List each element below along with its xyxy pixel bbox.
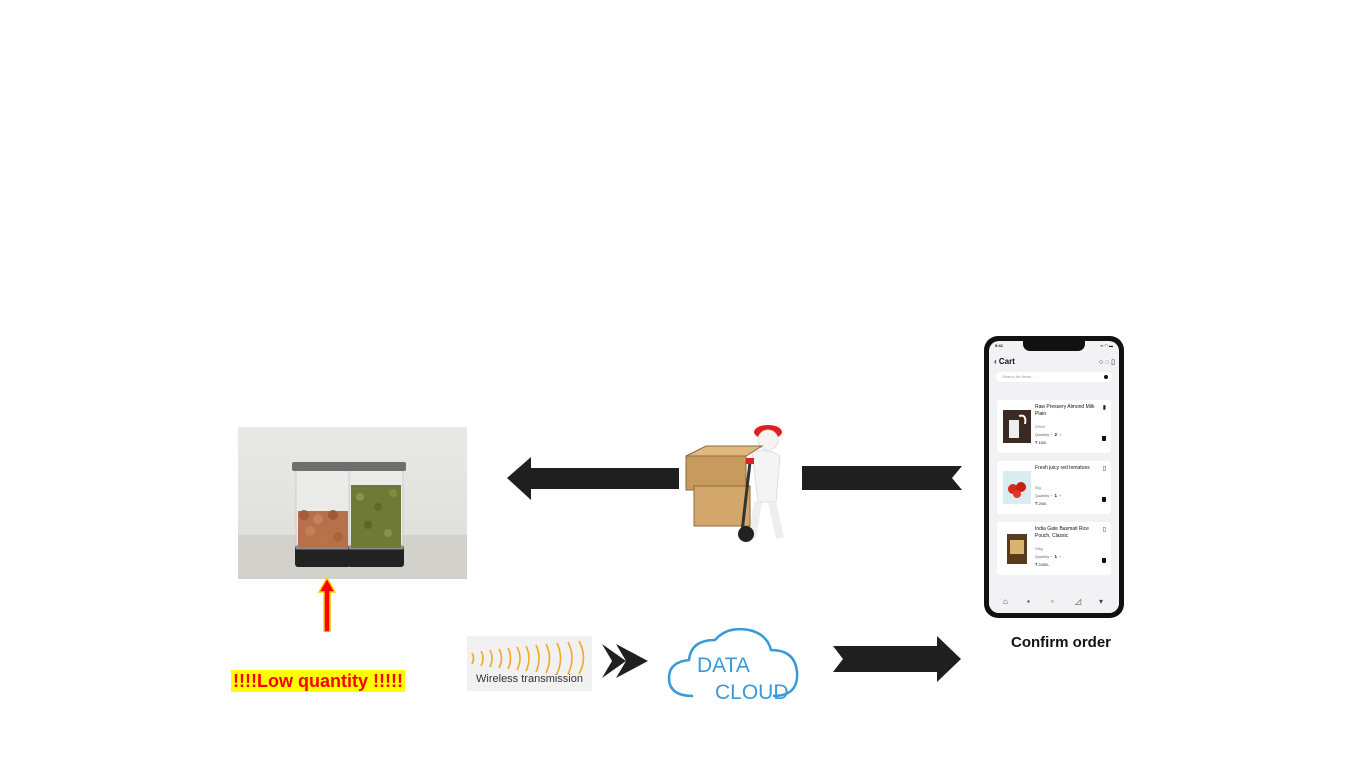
cloud-label-data: DATA	[697, 654, 750, 677]
plus-button[interactable]: +	[1059, 433, 1062, 437]
bookmark-icon[interactable]: ▮	[1102, 405, 1106, 411]
plus-button[interactable]: +	[1059, 555, 1062, 559]
minus-button[interactable]: −	[1050, 555, 1053, 559]
item-size: 200ml	[1035, 425, 1045, 429]
minus-button[interactable]: −	[1050, 494, 1053, 498]
item-name: Raw Pressery Almond Milk Plain	[1035, 404, 1095, 417]
orders-icon[interactable]: ▫	[1051, 597, 1054, 606]
cart-header: ‹ Cart ○ ◌ ▯	[994, 357, 1115, 369]
header-actions-icons[interactable]: ○ ◌ ▯	[1098, 359, 1115, 366]
trash-icon[interactable]	[1102, 497, 1106, 502]
item-name: Fresh juicy red tomatoes	[1035, 465, 1090, 471]
cart-item[interactable]: India Gate Basmati Rice Pouch, Classic 2…	[997, 522, 1111, 575]
status-icons: ▪▪ ◠ ▬	[1100, 343, 1113, 348]
wireless-waves-icon	[471, 640, 585, 675]
item-price: ₹ 2400/-	[1035, 563, 1050, 567]
cloud-label-cloud: CLOUD	[715, 681, 789, 704]
delivery-person-icon	[685, 425, 784, 542]
low-quantity-alert: !!!!Low quantity !!!!!	[231, 670, 405, 692]
trash-icon[interactable]	[1102, 436, 1106, 441]
plus-button[interactable]: +	[1059, 494, 1062, 498]
home-icon[interactable]: ⌂	[1003, 597, 1008, 606]
red-up-arrow	[318, 578, 336, 632]
rice-pouch-image	[1003, 532, 1031, 565]
item-name: India Gate Basmati Rice Pouch, Classic	[1035, 526, 1089, 539]
status-time: 9:41	[995, 343, 1004, 348]
flow-arrow-to-jars	[507, 457, 679, 500]
bookmark-icon[interactable]: ▯	[1102, 466, 1106, 472]
trash-icon[interactable]	[1102, 558, 1106, 563]
data-cloud-icon: DATA CLOUD	[667, 627, 799, 704]
cart-item[interactable]: Fresh juicy red tomatoes 5kg Quantity − …	[997, 461, 1111, 514]
wireless-transmission-box: Wireless transmission	[467, 636, 592, 691]
tomatoes-image	[1003, 471, 1031, 504]
back-icon[interactable]: ‹	[994, 357, 997, 366]
smart-jars-photo	[238, 427, 467, 579]
item-quantity: Quantity − 2 +	[1035, 432, 1062, 437]
deals-icon[interactable]: ◿	[1075, 597, 1082, 606]
phone-cart-screenshot: 9:41 ▪▪ ◠ ▬ ‹ Cart ○ ◌ ▯ Search for item…	[984, 336, 1124, 618]
item-quantity: Quantity − 1 +	[1035, 493, 1062, 498]
item-size: 5kg	[1035, 486, 1041, 490]
wireless-label: Wireless transmission	[476, 673, 583, 685]
flow-arrow-from-phone	[802, 466, 962, 490]
item-price: ₹ 200/-	[1035, 502, 1048, 506]
search-icon[interactable]	[1104, 375, 1108, 379]
flow-arrow-to-cloud	[602, 644, 648, 678]
almond-milk-image	[1003, 410, 1031, 443]
item-price: ₹ 160/-	[1035, 441, 1048, 445]
cart-item[interactable]: Raw Pressery Almond Milk Plain 200ml Qua…	[997, 400, 1111, 453]
item-quantity: Quantity − 1 +	[1035, 554, 1062, 559]
item-size: 25kg	[1035, 547, 1043, 551]
bookmark-icon[interactable]: ▯	[1102, 527, 1106, 533]
bottom-nav: ⌂ ▪ ▫ ◿ ▾	[989, 589, 1119, 613]
cart-icon[interactable]: ▾	[1099, 597, 1104, 606]
categories-icon[interactable]: ▪	[1027, 597, 1030, 606]
cart-title: Cart	[998, 357, 1015, 366]
phone-screen: 9:41 ▪▪ ◠ ▬ ‹ Cart ○ ◌ ▯ Search for item…	[989, 341, 1119, 613]
search-placeholder: Search for items...	[1002, 374, 1035, 379]
search-input[interactable]: Search for items...	[996, 372, 1112, 382]
flow-arrow-to-phone	[833, 636, 961, 682]
confirm-order-label: Confirm order	[1011, 634, 1112, 651]
phone-notch	[1023, 341, 1085, 351]
minus-button[interactable]: −	[1050, 433, 1053, 437]
